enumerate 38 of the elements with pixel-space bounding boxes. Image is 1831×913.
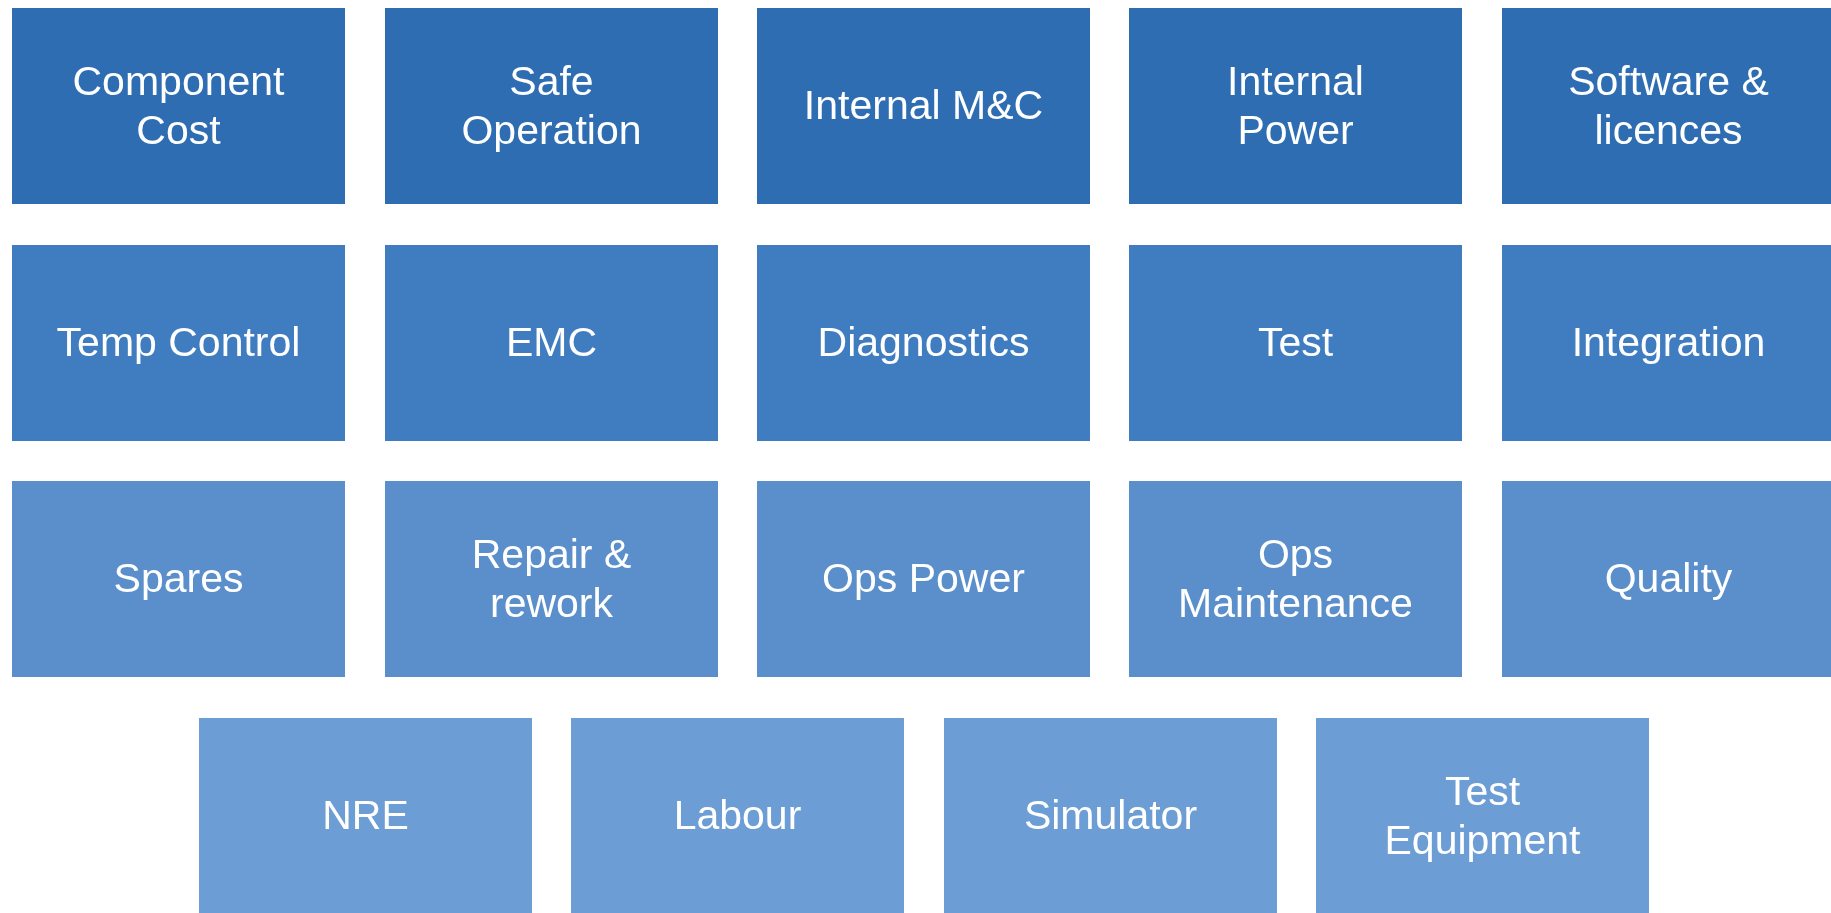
category-box [571, 718, 904, 913]
category-box [12, 245, 345, 441]
box-label: Internal Power [1226, 56, 1365, 155]
box-label: EMC [505, 318, 598, 368]
box-label: Quality [1604, 554, 1733, 604]
box-label: Spares [113, 554, 244, 604]
box-label: Labour [673, 791, 802, 841]
box-label: Ops Maintenance [1177, 529, 1414, 628]
box-label: Software & licences [1567, 56, 1770, 155]
box-label: Diagnostics [817, 318, 1030, 368]
category-box [944, 718, 1277, 913]
category-box [1502, 245, 1831, 441]
category-box [757, 245, 1090, 441]
category-box [385, 481, 718, 677]
category-box [12, 8, 345, 204]
category-box [1129, 8, 1462, 204]
category-box [385, 8, 718, 204]
category-box [385, 245, 718, 441]
box-label: Temp Control [56, 318, 301, 368]
box-label: Test [1257, 318, 1334, 368]
box-label: Ops Power [822, 554, 1025, 604]
box-label: Internal M&C [803, 81, 1044, 131]
box-label: Component Cost [71, 56, 286, 155]
box-label: Safe Operation [460, 56, 643, 155]
category-box [1129, 481, 1462, 677]
category-box [1129, 245, 1462, 441]
box-label: Simulator [1023, 791, 1198, 841]
category-box [757, 481, 1090, 677]
category-box [1316, 718, 1649, 913]
category-box [757, 8, 1090, 204]
box-label: Test Equipment [1383, 766, 1582, 865]
box-label: Repair & rework [470, 529, 633, 628]
category-box [1502, 8, 1831, 204]
category-box [1502, 481, 1831, 677]
box-label: Integration [1571, 318, 1766, 368]
category-box [12, 481, 345, 677]
category-box [199, 718, 532, 913]
box-label: NRE [322, 791, 409, 841]
